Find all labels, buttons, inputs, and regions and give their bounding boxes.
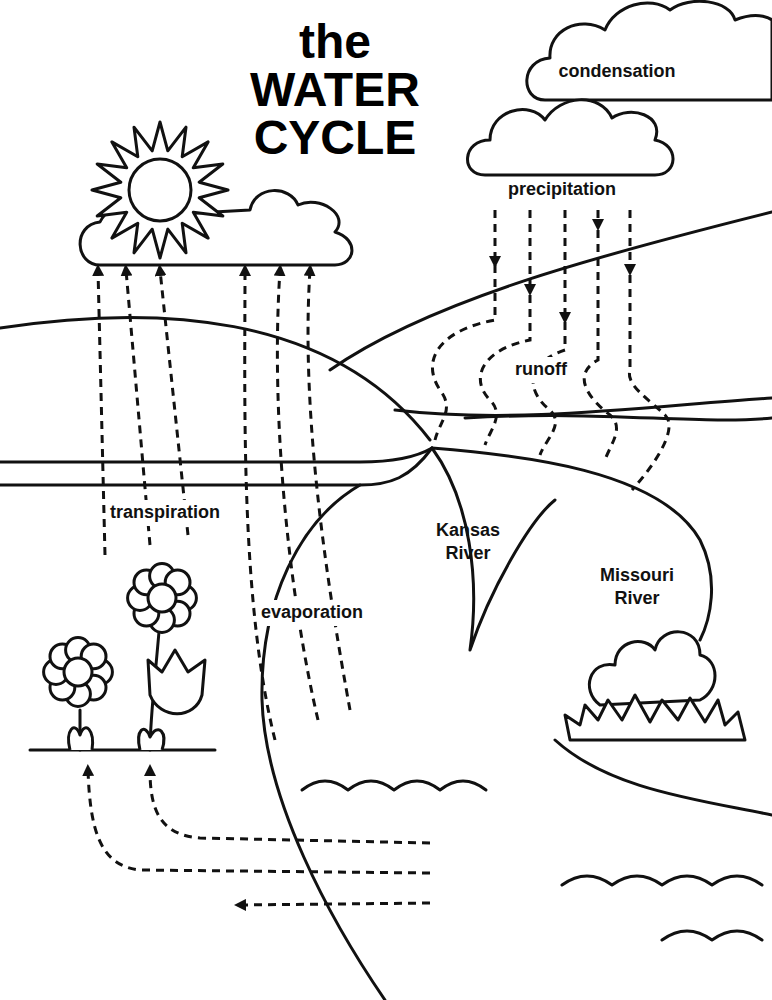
grass <box>565 695 745 740</box>
groundwater-arrow <box>88 770 430 873</box>
process-label: evaporation <box>257 600 367 625</box>
hill-line <box>395 398 772 415</box>
process-label: precipitation <box>504 177 620 202</box>
flower-petals <box>44 564 197 707</box>
sun <box>92 122 228 258</box>
cloud <box>468 100 673 175</box>
river-bank <box>262 485 385 1000</box>
runoff-line <box>629 275 669 490</box>
river-bank <box>0 448 432 462</box>
sun-ray <box>92 122 228 258</box>
evaporation-arrow <box>245 270 275 740</box>
hill-line <box>0 317 430 440</box>
process-label: condensation <box>554 59 679 84</box>
water-wave <box>662 931 762 940</box>
title: the WATER CYCLE <box>230 18 440 162</box>
hill-line <box>465 416 772 420</box>
evaporation-arrow <box>277 270 318 720</box>
leaf <box>69 728 164 750</box>
evaporation-arrow <box>308 270 350 710</box>
shore-line <box>555 740 772 815</box>
groundwater-arrow <box>150 770 430 843</box>
precipitation-arrow <box>564 210 567 318</box>
process-label: transpiration <box>106 500 224 525</box>
flower-center <box>148 584 176 612</box>
precipitation-arrow <box>494 210 497 262</box>
water-wave <box>562 876 762 885</box>
process-label: Kansas River <box>424 518 512 567</box>
runoff-line <box>533 322 565 455</box>
precipitation-arrow <box>629 210 632 270</box>
process-label: Missouri River <box>583 563 691 612</box>
precipitation-arrow <box>529 210 532 290</box>
precipitation-arrow <box>597 210 600 225</box>
process-label: runoff <box>511 357 571 382</box>
bush <box>589 632 715 705</box>
ground-line <box>30 749 215 752</box>
transpiration-arrow <box>160 270 188 535</box>
runoff-line <box>584 230 616 460</box>
river-bank <box>0 448 432 485</box>
hill-line <box>330 212 772 370</box>
flower-center <box>64 658 92 686</box>
cloud <box>527 1 772 100</box>
water-wave <box>302 781 486 790</box>
transpiration-arrow <box>98 270 105 555</box>
groundwater-arrow <box>240 903 430 905</box>
runoff-line <box>432 265 495 440</box>
tulip <box>148 650 205 714</box>
sun-disc <box>129 159 191 221</box>
